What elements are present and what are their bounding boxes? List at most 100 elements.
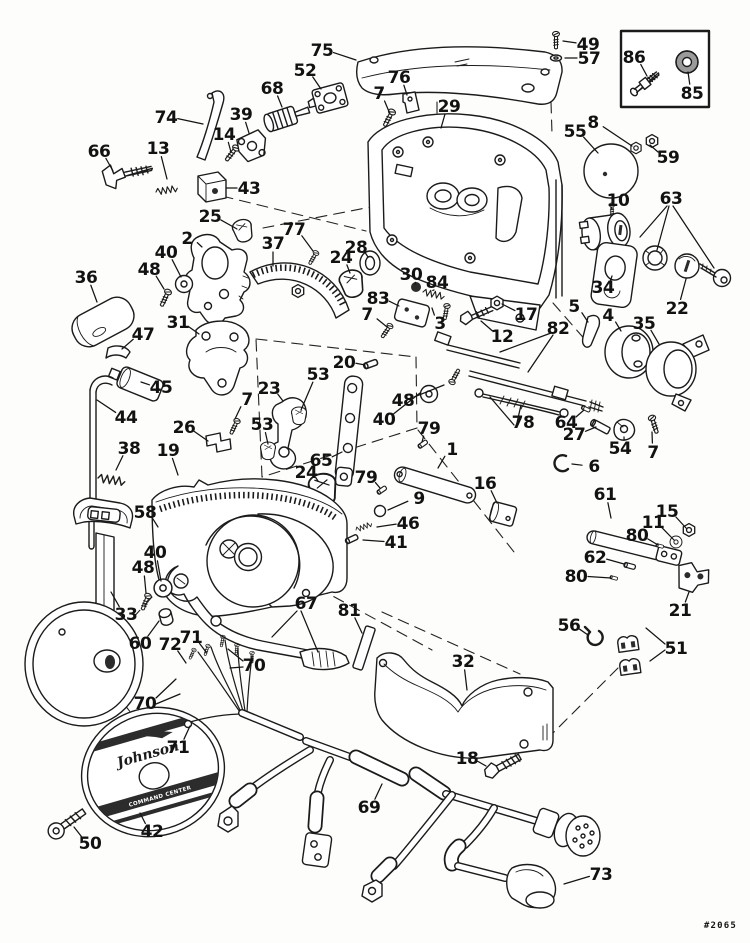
screw-48c xyxy=(447,367,463,387)
part-label-65: 65 xyxy=(310,451,333,471)
part-label-6: 6 xyxy=(588,457,599,477)
mount-plate-52 xyxy=(307,82,349,114)
trunnion-35 xyxy=(645,334,710,412)
part-label-40: 40 xyxy=(373,410,396,430)
washer-40b xyxy=(153,578,173,598)
throttle-cables-82 xyxy=(434,331,604,413)
part-label-32: 32 xyxy=(452,652,475,672)
part-label-47: 47 xyxy=(132,325,155,345)
part-label-79: 79 xyxy=(418,419,441,439)
strip-81 xyxy=(352,625,376,671)
screw-7d xyxy=(647,413,662,435)
elbow-connector-73 xyxy=(506,863,557,909)
part-label-11: 11 xyxy=(642,513,665,533)
handle-engraving xyxy=(454,58,470,67)
part-label-73: 73 xyxy=(590,865,613,885)
part-label-24: 24 xyxy=(295,463,318,483)
part-label-14: 14 xyxy=(213,125,236,145)
nut-17 xyxy=(490,295,504,311)
wedge-5 xyxy=(581,314,601,348)
cap-22 xyxy=(674,253,700,279)
part-label-7: 7 xyxy=(241,390,252,410)
part-label-42: 42 xyxy=(141,822,164,842)
clip-26 xyxy=(205,432,232,453)
part-label-24: 24 xyxy=(330,248,353,268)
part-label-29: 29 xyxy=(438,97,461,117)
part-label-30: 30 xyxy=(400,265,423,285)
screw-48b xyxy=(138,591,153,612)
screw-50 xyxy=(47,808,87,840)
part-label-84: 84 xyxy=(426,273,449,293)
screw-49 xyxy=(552,30,560,50)
part-label-69: 69 xyxy=(358,798,381,818)
screw-7b xyxy=(378,321,395,340)
part-label-53: 53 xyxy=(251,415,274,435)
clip-56 xyxy=(583,625,604,647)
part-label-70: 70 xyxy=(134,694,157,714)
inset-box xyxy=(619,29,711,109)
handle-cover xyxy=(355,46,563,105)
cable-clip-51b xyxy=(618,657,642,677)
main-connector xyxy=(532,807,601,857)
part-label-54: 54 xyxy=(609,439,632,459)
part-label-33: 33 xyxy=(115,605,138,625)
part-label-59: 59 xyxy=(657,148,680,168)
grommet-28 xyxy=(359,250,381,276)
part-label-10: 10 xyxy=(607,191,630,211)
throttle-cam-2 xyxy=(184,233,251,325)
part-label-17: 17 xyxy=(515,305,538,325)
gear-segment-37 xyxy=(249,262,350,319)
part-label-23: 23 xyxy=(258,379,281,399)
part-label-48: 48 xyxy=(392,391,415,411)
part-label-75: 75 xyxy=(311,41,334,61)
spring-46 xyxy=(354,520,373,533)
part-label-26: 26 xyxy=(173,418,196,438)
figure-number: #2065 xyxy=(703,921,737,931)
rod-27 xyxy=(589,418,611,435)
screw-48a xyxy=(157,287,173,309)
part-label-8: 8 xyxy=(587,113,598,133)
part-label-40: 40 xyxy=(144,543,167,563)
part-label-9: 9 xyxy=(413,489,424,509)
part-label-16: 16 xyxy=(474,474,497,494)
pin-79b xyxy=(375,484,388,496)
part-label-80: 80 xyxy=(626,526,649,546)
lower-cover-32 xyxy=(374,652,554,759)
pin-62 xyxy=(622,561,637,571)
part-label-45: 45 xyxy=(150,378,173,398)
part-label-46: 46 xyxy=(397,514,420,534)
part-label-3: 3 xyxy=(434,314,445,334)
upper-housing xyxy=(367,113,563,331)
part-label-21: 21 xyxy=(669,601,692,621)
collar-53a xyxy=(290,406,308,426)
nut-15 xyxy=(682,522,696,538)
part-label-60: 60 xyxy=(129,634,152,654)
face-plate-34 xyxy=(590,241,638,309)
part-label-15: 15 xyxy=(656,502,679,522)
part-label-43: 43 xyxy=(238,179,261,199)
part-label-82: 82 xyxy=(547,319,570,339)
part-label-12: 12 xyxy=(491,327,514,347)
part-label-57: 57 xyxy=(578,49,601,69)
cable-clip-51a xyxy=(616,634,640,654)
ring-lug-c xyxy=(361,879,383,903)
part-label-40: 40 xyxy=(155,243,178,263)
part-label-72: 72 xyxy=(159,635,182,655)
part-label-58: 58 xyxy=(134,503,157,523)
bracket-39 xyxy=(236,129,267,163)
part-label-77: 77 xyxy=(283,220,306,240)
part-label-37: 37 xyxy=(262,234,285,254)
shift-rod-61 xyxy=(586,530,683,566)
part-label-44: 44 xyxy=(115,408,138,428)
part-label-28: 28 xyxy=(345,238,368,258)
knob-25 xyxy=(230,216,256,245)
part-label-71: 71 xyxy=(180,628,203,648)
part-label-31: 31 xyxy=(167,313,190,333)
disc-55 xyxy=(583,143,639,199)
part-label-85: 85 xyxy=(681,84,704,104)
part-label-38: 38 xyxy=(118,439,141,459)
nut-block-43 xyxy=(197,171,227,203)
collar-53b xyxy=(259,441,277,461)
part-label-53: 53 xyxy=(307,365,330,385)
part-label-49: 49 xyxy=(577,35,600,55)
